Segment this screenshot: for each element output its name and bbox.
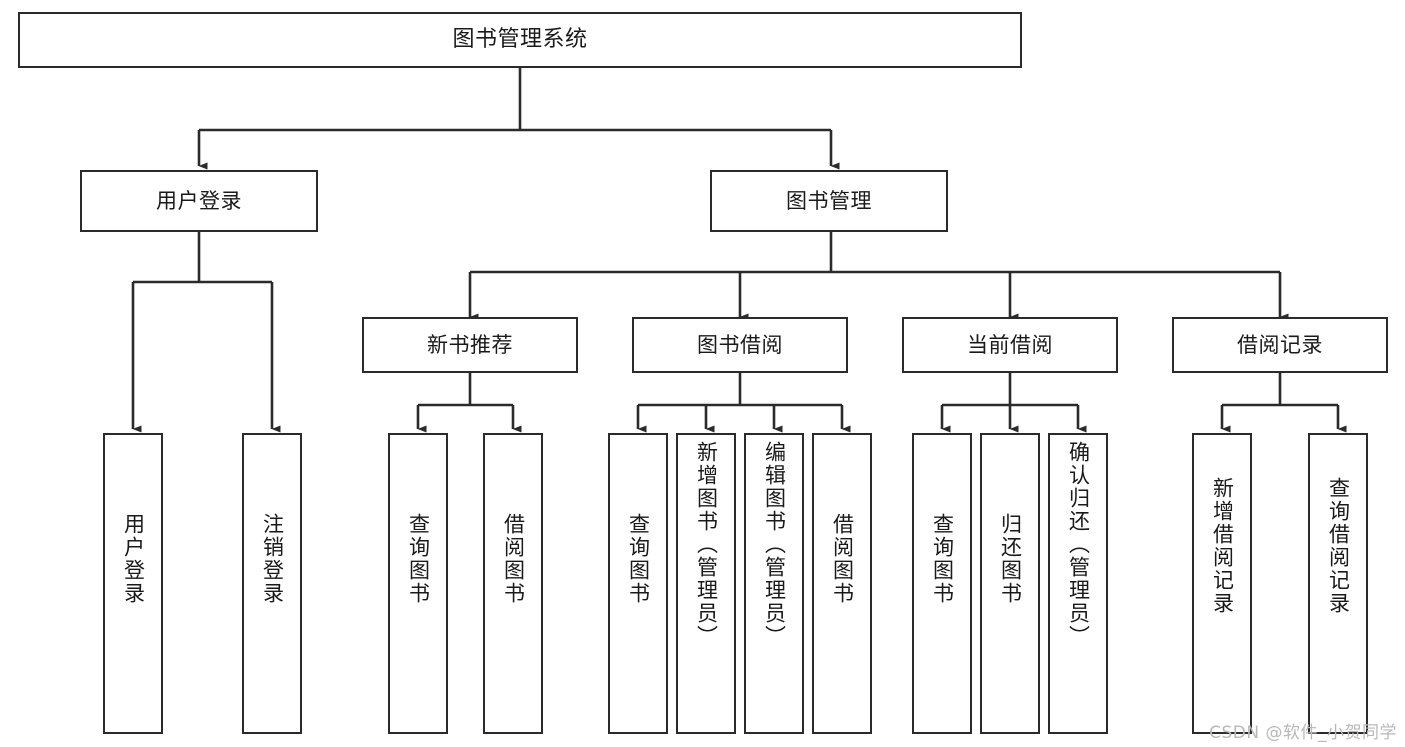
node-leaf-query-book-recommend[interactable]: 查询图书 — [388, 433, 448, 734]
node-leaf-query-borrow-record[interactable]: 查询借阅记录 — [1308, 433, 1368, 734]
node-leaf-logout[interactable]: 注销登录 — [242, 433, 302, 734]
node-leaf-return-book[interactable]: 归还图书 — [980, 433, 1040, 734]
node-label: 用户登录 — [121, 513, 146, 605]
node-leaf-borrow-book[interactable]: 借阅图书 — [812, 433, 872, 734]
node-label: 查询图书 — [626, 513, 651, 605]
node-label: 归还图书 — [998, 513, 1023, 605]
node-label: 图书管理系统 — [452, 27, 588, 53]
node-label: 图书借阅 — [697, 332, 783, 357]
node-label: 当前借阅 — [967, 332, 1053, 357]
node-leaf-query-book-borrow[interactable]: 查询图书 — [608, 433, 668, 734]
node-label: 新增图书（管理员） — [694, 441, 719, 648]
node-book-management[interactable]: 图书管理 — [710, 170, 948, 232]
node-label: 确认归还（管理员） — [1066, 441, 1091, 648]
node-label: 编辑图书（管理员） — [762, 441, 787, 648]
node-user-login[interactable]: 用户登录 — [80, 170, 318, 232]
node-label: 借阅记录 — [1237, 332, 1323, 357]
node-label: 查询图书 — [930, 513, 955, 605]
node-label: 新书推荐 — [427, 332, 513, 357]
node-leaf-borrow-book-recommend[interactable]: 借阅图书 — [483, 433, 543, 734]
node-new-book-recommend[interactable]: 新书推荐 — [362, 317, 578, 373]
node-leaf-confirm-return-admin[interactable]: 确认归还（管理员） — [1048, 433, 1108, 734]
node-label: 查询借阅记录 — [1326, 477, 1351, 615]
node-label: 新增借阅记录 — [1210, 477, 1235, 615]
node-current-borrow[interactable]: 当前借阅 — [902, 317, 1118, 373]
node-leaf-query-book-current[interactable]: 查询图书 — [912, 433, 972, 734]
node-label: 借阅图书 — [830, 513, 855, 605]
node-root-book-management-system[interactable]: 图书管理系统 — [18, 12, 1022, 68]
node-leaf-edit-book-admin[interactable]: 编辑图书（管理员） — [744, 433, 804, 734]
node-leaf-add-book-admin[interactable]: 新增图书（管理员） — [676, 433, 736, 734]
node-label: 查询图书 — [406, 513, 431, 605]
node-borrow-record[interactable]: 借阅记录 — [1172, 317, 1388, 373]
node-label: 借阅图书 — [501, 513, 526, 605]
node-book-borrow[interactable]: 图书借阅 — [632, 317, 848, 373]
node-leaf-add-borrow-record[interactable]: 新增借阅记录 — [1192, 433, 1252, 734]
watermark-text: CSDN @软件_小贺同学 — [1209, 723, 1397, 743]
node-label: 图书管理 — [786, 188, 872, 213]
node-label: 用户登录 — [156, 188, 242, 213]
node-leaf-user-login[interactable]: 用户登录 — [103, 433, 163, 734]
node-label: 注销登录 — [260, 513, 285, 605]
